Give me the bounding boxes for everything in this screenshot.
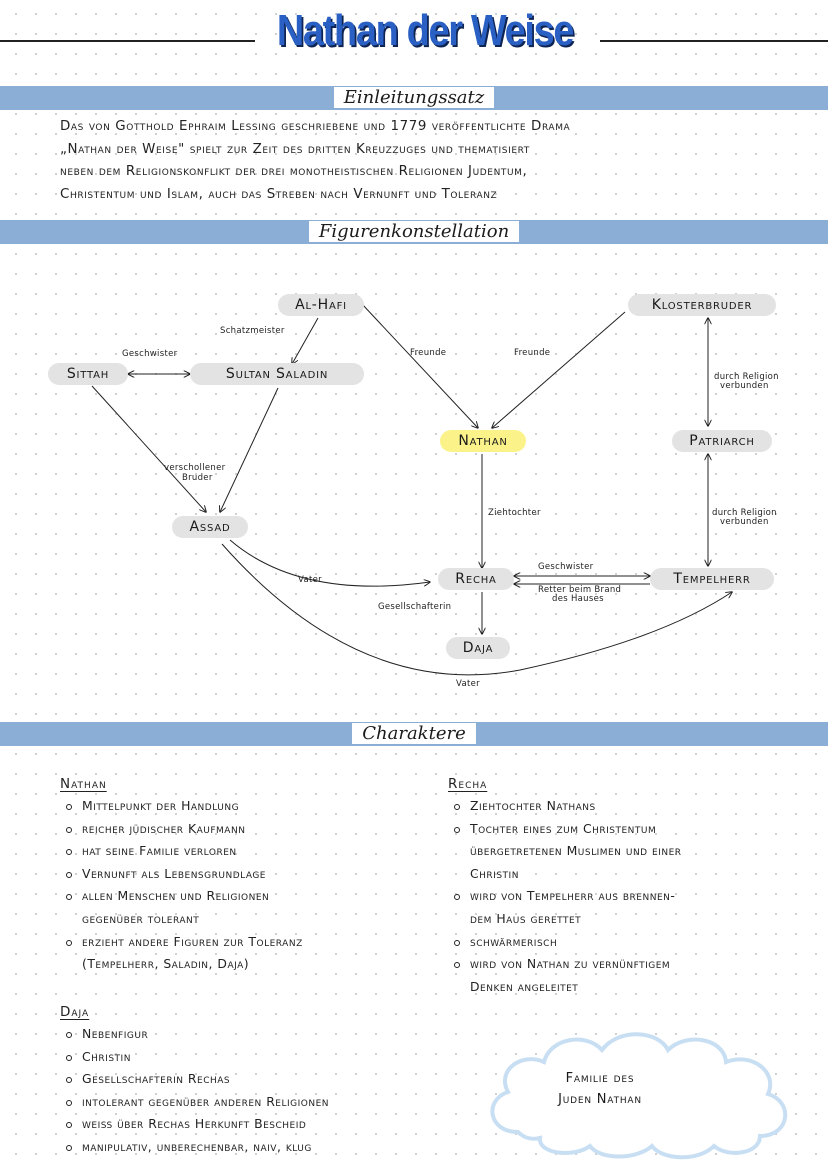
diagram-heading: Figurenkonstellation — [308, 221, 520, 242]
trait-item: Gesellschafterin Rechas — [60, 1068, 480, 1091]
intro-line: neben dem Religionskonflikt der drei mon… — [60, 164, 528, 179]
title-rule-right — [600, 40, 828, 42]
node-al-hafi: Al-Hafi — [278, 294, 364, 316]
character-traits: Mittelpunkt der Handlung reicher jüdisch… — [60, 795, 440, 976]
label-ziehtochter: Ziehtochter — [488, 508, 541, 518]
label-geschwister-top: Geschwister — [122, 349, 178, 359]
label-religion-bot-1: durch Religion — [712, 508, 777, 518]
label-religion-top-1: durch Religion — [714, 372, 779, 382]
diagram-connectors — [91, 303, 828, 676]
label-gesellschafterin: Gesellschafterin — [378, 602, 452, 612]
trait-item: intolerant gegenüber anderen Religionen — [60, 1091, 480, 1114]
label-bruder-1: verschollener — [164, 463, 226, 473]
family-note-line: Juden Nathan — [558, 1092, 642, 1107]
character-name: Daja — [60, 1004, 90, 1020]
trait-item: schwärmerisch — [448, 931, 818, 954]
label-retter-1: Retter beim Brand — [538, 585, 622, 595]
family-note-line: Familie des — [565, 1071, 635, 1086]
trait-item: wird von Tempelherr aus brennen-dem Haus… — [448, 885, 818, 930]
label-religion-top-2: verbunden — [720, 381, 769, 391]
character-recha: Recha Ziehtochter Nathans Tochter eines … — [448, 776, 818, 998]
trait-item: weiß über Rechas Herkunft Bescheid — [60, 1113, 480, 1136]
intro-line: Christentum und Islam, auch das Streben … — [60, 186, 498, 202]
diagram-section-bar: Figurenkonstellation — [0, 220, 828, 244]
edge-sittah-assad — [91, 385, 206, 512]
trait-item: Christin — [60, 1046, 480, 1069]
intro-heading: Einleitungssatz — [333, 87, 495, 108]
character-daja: Daja Nebenfigur Christin Gesellschafteri… — [60, 1004, 480, 1159]
label-retter-2: des Hauses — [552, 594, 604, 604]
trait-item: reicher jüdischer Kaufmann — [60, 818, 440, 841]
character-name: Recha — [448, 776, 488, 792]
edge-bruder — [220, 387, 279, 512]
label-schatzmeister: Schatzmeister — [220, 326, 285, 336]
node-nathan: Nathan — [440, 430, 526, 452]
label-religion-bot-2: verbunden — [720, 517, 769, 527]
intro-line: „Nathan der Weise" spielt zur Zeit des d… — [60, 141, 530, 157]
node-patriarch: Patriarch — [672, 430, 772, 452]
edge-freunde-right — [492, 311, 626, 428]
characters-section-bar: Charaktere — [0, 722, 828, 746]
label-geschwister-bottom: Geschwister — [538, 562, 594, 572]
intro-line: Das von Gotthold Ephraim Lessing geschri… — [60, 119, 571, 134]
node-sittah: Sittah — [48, 363, 128, 385]
label-freunde-left: Freunde — [410, 348, 447, 358]
node-sultan-saladin: Sultan Saladin — [190, 363, 364, 385]
label-vater-recha: Vater — [298, 575, 322, 585]
label-freunde-right: Freunde — [514, 348, 551, 358]
character-name: Nathan — [60, 776, 107, 792]
node-klosterbruder: Klosterbruder — [628, 294, 776, 316]
character-traits: Ziehtochter Nathans Tochter eines zum Ch… — [448, 795, 818, 998]
character-nathan: Nathan Mittelpunkt der Handlung reicher … — [60, 776, 440, 976]
characters-heading: Charaktere — [352, 723, 476, 744]
trait-item: Vernunft als Lebensgrundlage — [60, 863, 440, 886]
trait-item: Ziehtochter Nathans — [448, 795, 818, 818]
family-note: Familie des Juden Nathan — [505, 1068, 695, 1110]
intro-section-bar: Einleitungssatz — [0, 86, 828, 110]
node-daja: Daja — [446, 637, 510, 659]
intro-paragraph: Das von Gotthold Ephraim Lessing geschri… — [60, 116, 800, 206]
edge-vater-recha — [229, 539, 430, 587]
node-assad: Assad — [172, 516, 248, 538]
trait-item: Nebenfigur — [60, 1023, 480, 1046]
edge-schatzmeister — [292, 317, 319, 364]
title-rule-left — [0, 40, 255, 42]
label-vater-tempelherr: Vater — [456, 679, 480, 689]
edge-freunde-left — [361, 303, 478, 428]
trait-item: erzieht andere Figuren zur Toleranz(Temp… — [60, 931, 440, 976]
cloud-shape — [490, 1032, 788, 1160]
character-traits: Nebenfigur Christin Gesellschafterin Rec… — [60, 1023, 480, 1159]
character-diagram: Al-Hafi Klosterbruder Sittah Sultan Sala… — [0, 260, 828, 700]
trait-item: hat seine Familie verloren — [60, 840, 440, 863]
page-title: Nathan der Weise — [276, 6, 574, 55]
node-tempelherr: Tempelherr — [650, 568, 774, 590]
trait-item: manipulativ, unberechenbar, naiv, klug — [60, 1136, 480, 1159]
trait-item: Mittelpunkt der Handlung — [60, 795, 440, 818]
edge-vater-tempelherr — [221, 543, 732, 676]
node-recha: Recha — [438, 568, 514, 590]
label-bruder-2: Bruder — [182, 473, 213, 483]
